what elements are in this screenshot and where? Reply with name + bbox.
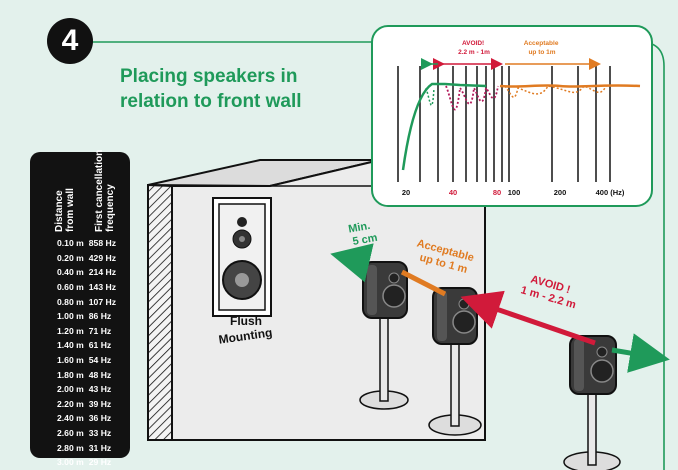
speaker-stand-3 — [563, 335, 621, 470]
axis-tick-label: 100 — [508, 188, 521, 197]
axis-tick-label: 80 — [493, 188, 501, 197]
header-distance-1: Distance — [54, 190, 65, 232]
header-frequency-2: frequency — [104, 184, 116, 232]
acceptable-arrow — [400, 269, 447, 297]
table-rows: 0.10 m 858 Hz 0.20 m 429 Hz 0.40 m 214 Hz 0.60… — [30, 236, 130, 470]
table-row: 0.20 m 429 Hz — [30, 251, 130, 266]
svg-text:AVOID ! 1 m - 2.2 m: AVOID ! 1 m - 2.2 m — [519, 272, 581, 312]
frequency-cell: 107 Hz — [88, 296, 116, 307]
table-row: 1.80 m 48 Hz — [30, 367, 130, 382]
header-distance-2: from wall — [64, 188, 76, 232]
table-row: 1.60 m 54 Hz — [30, 353, 130, 368]
distance-cell: 2.60 m — [57, 428, 84, 439]
frequency-cell: 858 Hz — [88, 238, 116, 249]
distance-cell: 0.20 m — [57, 252, 84, 263]
far-arrow — [611, 333, 670, 373]
table-row: 0.80 m 107 Hz — [30, 294, 130, 309]
frequency-cell: 71 Hz — [88, 325, 112, 336]
response-curve-orange — [499, 84, 641, 88]
distance-cell: 0.60 m — [57, 282, 84, 293]
svg-text:Acceptable up to 1m: Acceptable up to 1m — [524, 40, 561, 56]
table-row: 0.40 m 214 Hz — [30, 265, 130, 280]
title-line-1: Placing speakers in — [120, 66, 298, 87]
table-row: 2.80 m 31 Hz — [30, 440, 130, 455]
frequency-cell: 39 Hz — [88, 398, 112, 409]
table-row: 3.00 m 29 Hz — [30, 455, 130, 470]
min-distance-arrow — [330, 243, 374, 283]
distance-cell: 0.80 m — [57, 296, 84, 307]
svg-text:AVOID! 2.2 m - 1m: AVOID! 2.2 m - 1m — [458, 40, 490, 56]
step-number-badge: 4 — [47, 18, 93, 64]
table-row: 1.20 m 71 Hz — [30, 324, 130, 339]
frequency-cell: 429 Hz — [88, 252, 116, 263]
table-row: 2.00 m 43 Hz — [30, 382, 130, 397]
distance-cell: 0.40 m — [57, 267, 84, 278]
distance-cell: 1.20 m — [57, 325, 84, 336]
frequency-cell: 31 Hz — [88, 442, 112, 453]
table-row: 1.00 m 86 Hz — [30, 309, 130, 324]
frequency-cell: 48 Hz — [88, 369, 112, 380]
inset-acceptable-label-1: Acceptable — [524, 40, 559, 47]
response-curve-green — [401, 82, 487, 171]
table-row: 0.10 m 858 Hz — [30, 236, 130, 251]
table-row: 2.40 m 36 Hz — [30, 411, 130, 426]
speaker-stand-1 — [359, 261, 409, 410]
axis-tick-label: 20 — [402, 188, 410, 197]
table-row: 2.20 m 39 Hz — [30, 397, 130, 412]
response-curve-red — [445, 85, 499, 111]
inset-avoid-label-2: 2.2 m - 1m — [458, 49, 490, 56]
distance-cell: 2.00 m — [57, 384, 84, 395]
header-frequency-1: First cancellation — [94, 149, 105, 232]
response-curve-green-dotted — [425, 87, 435, 106]
flush-mounted-speaker — [212, 197, 272, 317]
distance-cell: 2.20 m — [57, 398, 84, 409]
frequency-cell: 86 Hz — [88, 311, 112, 322]
min-distance-label-2: 5 cm — [352, 232, 379, 248]
frequency-response-inset: AVOID! 2.2 m - 1m Acceptable up to 1m 20… — [371, 25, 653, 207]
distance-cell: 1.80 m — [57, 369, 84, 380]
table-row: 1.40 m 61 Hz — [30, 338, 130, 353]
distance-cell: 3.00 m — [57, 457, 84, 468]
flush-mounting-label-1: Flush — [230, 314, 262, 328]
inset-acceptable-label-2: up to 1m — [528, 49, 555, 56]
table-row: 0.60 m 143 Hz — [30, 280, 130, 295]
svg-text:Min. 5 cm: Min. 5 cm — [347, 219, 378, 248]
frequency-cell: 143 Hz — [88, 282, 116, 293]
speaker-stand-2 — [428, 287, 482, 436]
frequency-cell: 61 Hz — [88, 340, 112, 351]
page-title: Placing speakers in relation to front wa… — [120, 65, 360, 114]
frequency-cell: 214 Hz — [88, 267, 116, 278]
axis-tick-label: 40 — [449, 188, 457, 197]
header-distance: Distance from wall — [54, 188, 76, 232]
svg-text:Flush: Flush — [230, 314, 262, 328]
inset-avoid-label-1: AVOID! — [462, 40, 484, 47]
distance-frequency-table: Distance from wall First cancellation fr… — [30, 149, 130, 467]
frequency-cell: 36 Hz — [88, 413, 112, 424]
frequency-cell: 43 Hz — [88, 384, 112, 395]
axis-tick-label: 200 — [554, 188, 567, 197]
distance-cell: 1.00 m — [57, 311, 84, 322]
header-frequency: First cancellation frequency — [94, 149, 116, 232]
distance-cell: 0.10 m — [57, 238, 84, 249]
distance-cell: 1.60 m — [57, 355, 84, 366]
distance-cell: 2.80 m — [57, 442, 84, 453]
title-line-2: relation to front wall — [120, 90, 302, 112]
distance-cell: 2.40 m — [57, 413, 84, 424]
frequency-cell: 29 Hz — [88, 457, 112, 468]
frequency-cell: 33 Hz — [88, 428, 112, 439]
table-row: 2.60 m 33 Hz — [30, 426, 130, 441]
avoid-arrow — [460, 290, 596, 346]
axis-tick-label: 400 (Hz) — [596, 188, 625, 197]
frequency-cell: 54 Hz — [88, 355, 112, 366]
distance-cell: 1.40 m — [57, 340, 84, 351]
min-distance-label-1: Min. — [347, 220, 371, 236]
